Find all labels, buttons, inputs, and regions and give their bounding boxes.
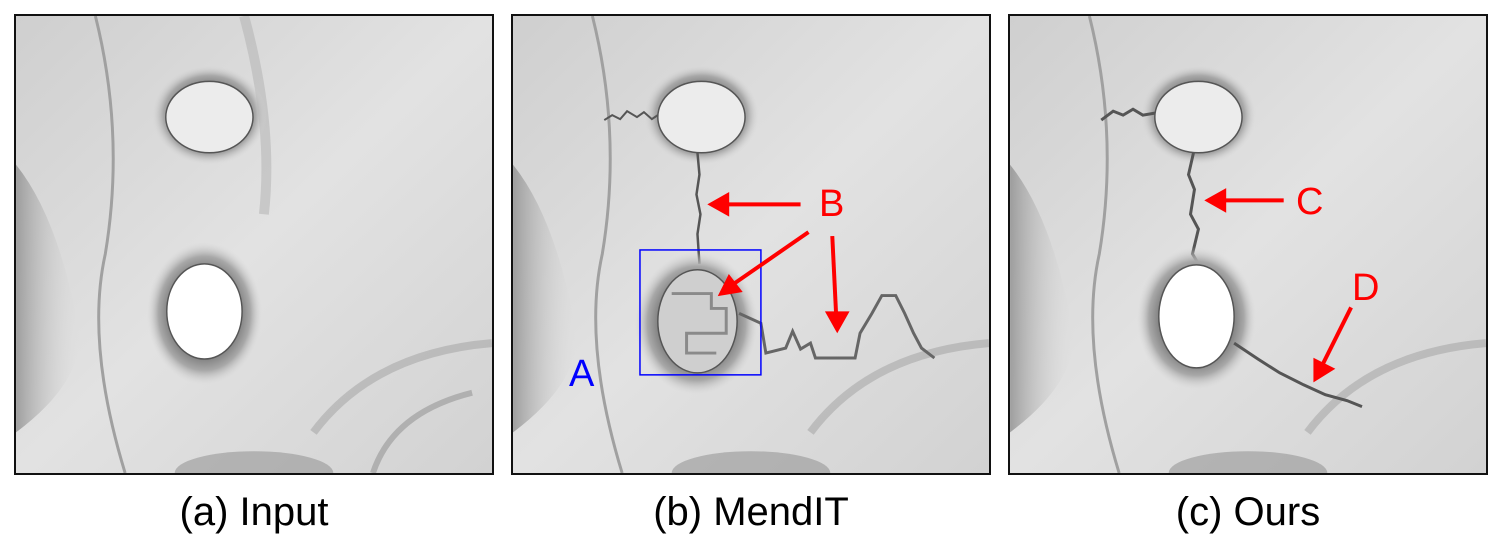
panel-input <box>14 14 494 475</box>
highlight-box <box>639 249 762 376</box>
label-c: C <box>1296 181 1324 223</box>
label-a: A <box>569 353 595 395</box>
caption-mendit: (b) MendIT <box>653 490 849 534</box>
panel-ours: C D <box>1008 14 1488 475</box>
ours-mesh-render <box>1010 16 1486 473</box>
label-d: D <box>1352 267 1380 309</box>
input-mesh-render <box>16 16 492 473</box>
caption-input: (a) Input <box>179 490 329 534</box>
label-b: B <box>819 183 845 225</box>
caption-ours: (c) Ours <box>1175 490 1321 534</box>
mendit-mesh-render <box>513 16 989 473</box>
panel-mendit: B A <box>511 14 991 475</box>
